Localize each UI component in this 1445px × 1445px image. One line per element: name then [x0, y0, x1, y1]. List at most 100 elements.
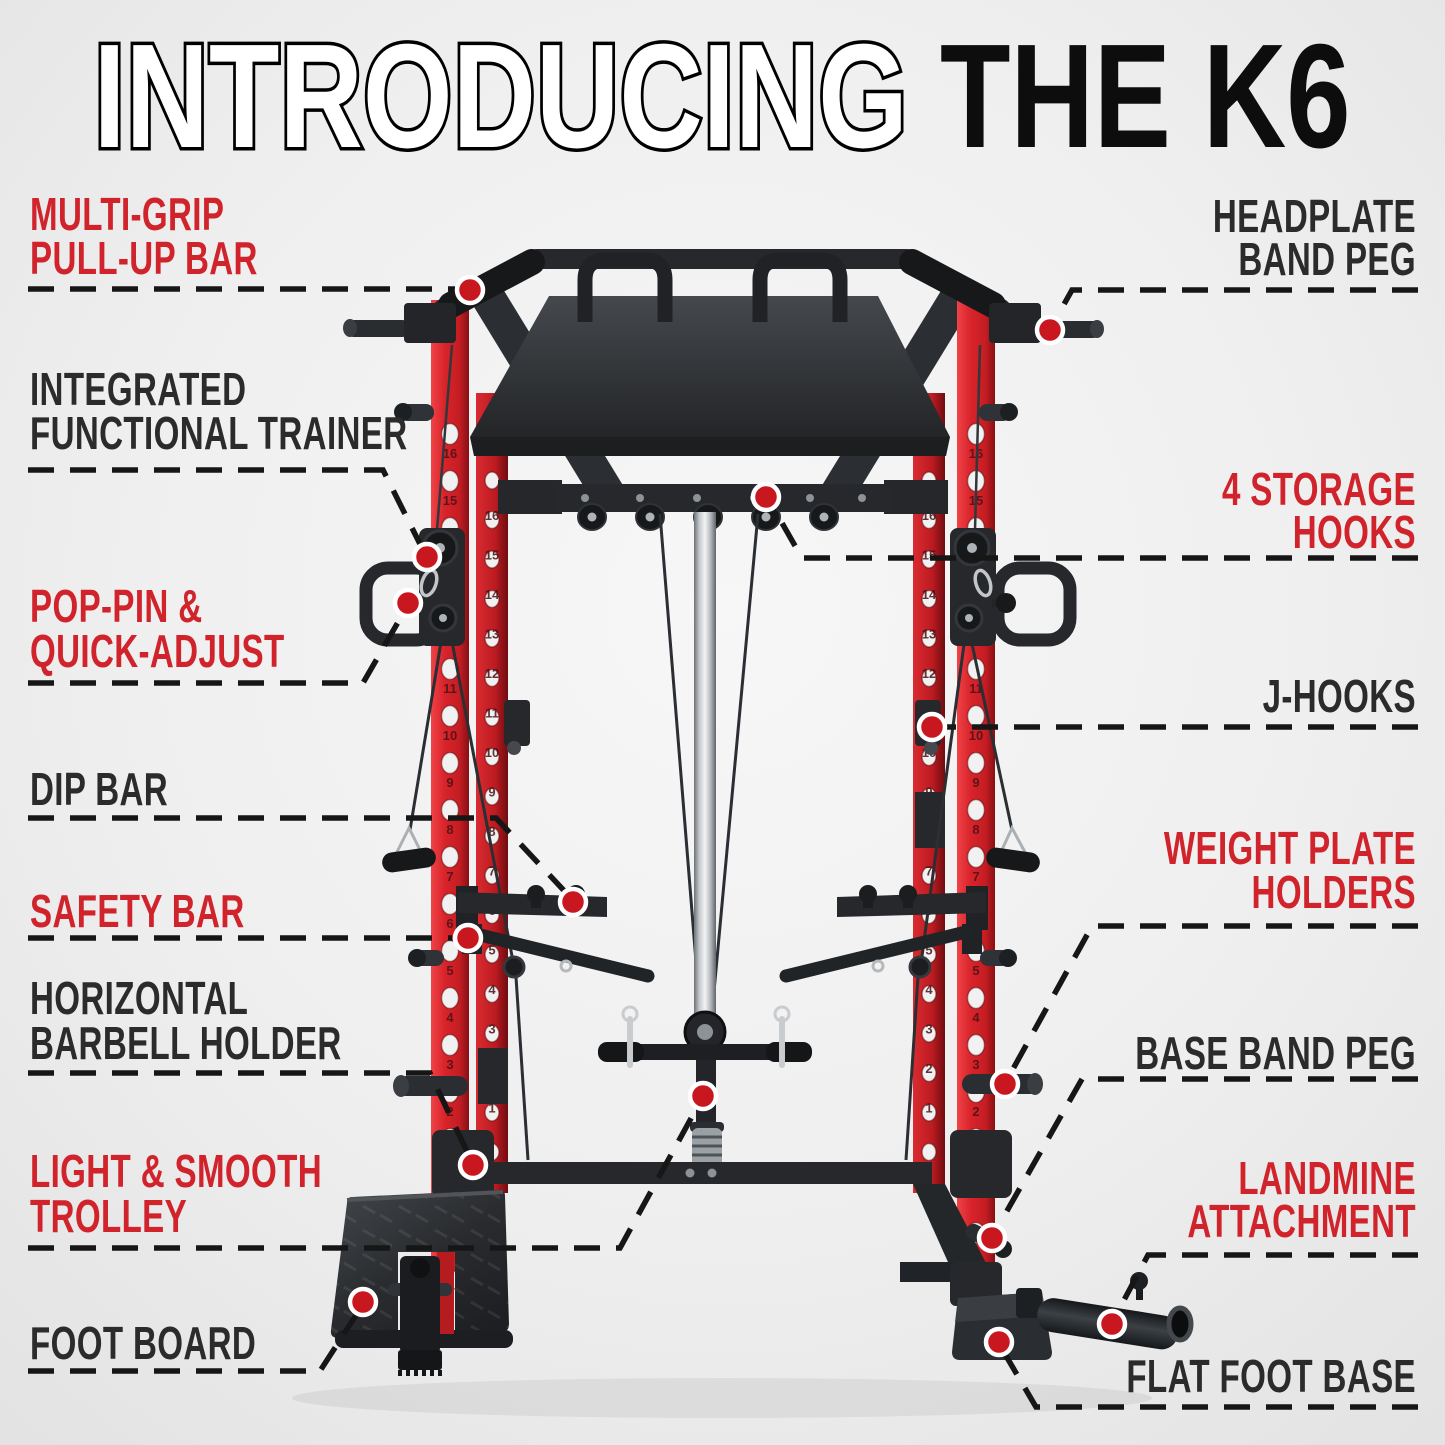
- upright-hole-number: 8: [488, 824, 495, 839]
- trolley-bracket-right: [950, 1130, 1012, 1198]
- upright-hole-number: 3: [972, 1057, 979, 1072]
- upright-hole: [966, 422, 986, 446]
- upright-hole-number: 14: [922, 587, 937, 602]
- marker-storage-hooks: [750, 481, 782, 513]
- upright-hole: [440, 751, 460, 775]
- feature-labels: MULTI-GRIP PULL-UP BAR INTEGRATED FUNCTI…: [30, 190, 1416, 1402]
- upright-hole-number: 11: [443, 681, 457, 696]
- upright-hole-number: 4: [488, 982, 496, 997]
- upright-hole: [921, 984, 937, 1004]
- carabiner-right: [973, 568, 993, 598]
- upright-hole-number: 5: [925, 943, 932, 958]
- upright-hole: [966, 845, 986, 869]
- leader-weight-plate-holders: [1005, 923, 1418, 1080]
- front-right-ankle: [950, 1262, 1002, 1306]
- guide-rail: [658, 512, 760, 1054]
- marker-base-band-peg: [976, 1222, 1008, 1254]
- marker-pull-up-bar: [454, 274, 486, 306]
- upright-hole-number: 11: [485, 706, 499, 721]
- upright-hole: [484, 1024, 500, 1043]
- marker-pop-pin: [392, 587, 424, 619]
- upright-hole-number: 9: [446, 775, 453, 790]
- upright-hole: [921, 1063, 937, 1083]
- u-handle-left: [577, 252, 673, 322]
- svg-text:INTRODUCING THE K6: INTRODUCING THE K6: [93, 14, 1350, 179]
- barbell-holder-peg-left: [393, 1075, 468, 1097]
- label-trolley-line2: TROLLEY: [30, 1192, 187, 1242]
- marker-safety-bar: [452, 922, 484, 954]
- upright-hole-number: 3: [446, 1057, 453, 1072]
- label-storage-hooks-line1: 4 STORAGE: [1222, 465, 1416, 515]
- marker-dip-bar: [557, 886, 589, 918]
- headplate-left: [343, 303, 456, 343]
- lat-bar: [598, 1044, 812, 1060]
- upright-hole: [484, 510, 500, 530]
- upright-hole: [921, 1142, 937, 1162]
- upright-hole-number: 4: [446, 1010, 454, 1025]
- top-frame: [468, 280, 977, 531]
- upright-hole: [966, 986, 986, 1010]
- upright-hole-number: 3: [925, 1022, 932, 1037]
- d-handle-right: [986, 824, 1040, 873]
- base-frame: [486, 1162, 1194, 1360]
- label-safety-bar: SAFETY BAR: [30, 887, 245, 937]
- upright-hole-number: 5: [446, 963, 453, 978]
- title-solid-text: THE K6: [908, 14, 1351, 179]
- d-handle-left: [382, 824, 436, 873]
- upright-hole: [966, 751, 986, 775]
- upright-hole: [484, 668, 500, 688]
- upright-hole: [484, 787, 500, 806]
- upright-hole-number: 5: [972, 963, 979, 978]
- upright-hole-number: 14: [485, 587, 500, 602]
- j-hook-left: [504, 700, 530, 755]
- beam-bracket-left: [498, 480, 562, 514]
- label-j-hooks: J-HOOKS: [1263, 672, 1416, 722]
- label-pop-pin-line2: QUICK-ADJUST: [30, 627, 285, 677]
- upright-hole-number: 15: [485, 548, 499, 563]
- upright-hole: [484, 589, 500, 609]
- leader-landmine: [1112, 1252, 1418, 1319]
- pop-pin-knob-right: [996, 593, 1016, 613]
- leader-headplate-band-peg: [1050, 287, 1418, 326]
- storage-peg-right: [979, 403, 1018, 421]
- rear-left-sleeve: [478, 1048, 508, 1104]
- marker-barbell-holder: [457, 1149, 489, 1181]
- multi-grip-pull-up-bar: [433, 249, 1011, 322]
- dip-bar-right: [837, 885, 988, 930]
- band-peg-left: [346, 320, 410, 337]
- label-pull-up-bar-line1: MULTI-GRIP: [30, 190, 224, 240]
- upright-hole-number: 7: [925, 864, 932, 879]
- upright-hole-number: 13: [485, 627, 499, 642]
- upright-hole-number: 2: [972, 1104, 979, 1119]
- upright-hole-number: 3: [488, 1022, 495, 1037]
- upright-hole-number: 10: [969, 728, 983, 743]
- label-functional-trainer-line1: INTEGRATED: [30, 365, 246, 415]
- leader-functional-trainer: [28, 467, 427, 554]
- label-storage-hooks-line2: HOOKS: [1293, 508, 1416, 558]
- upright-hole-number: 10: [485, 745, 499, 760]
- upright-hole: [484, 550, 500, 569]
- upright-hole: [921, 629, 937, 648]
- leader-foot-board: [28, 1307, 363, 1374]
- upright-hole-number: 15: [443, 493, 457, 508]
- label-weight-plate-line1: WEIGHT PLATE: [1164, 824, 1416, 874]
- label-barbell-holder-line1: HORIZONTAL: [30, 974, 248, 1024]
- upright-hole-number: 4: [925, 982, 933, 997]
- machine-illustration: 16151413121110987654321 1615141312111098…: [292, 249, 1194, 1418]
- upright-hole: [440, 704, 460, 728]
- label-functional-trainer-line2: FUNCTIONAL TRAINER: [30, 409, 408, 459]
- pulley-beam: [556, 484, 890, 512]
- title-outline-text: INTRODUCING: [93, 14, 907, 179]
- upright-hole-number: 16: [485, 508, 499, 523]
- lat-pulldown-assembly: [598, 1005, 812, 1182]
- spring-collars: [621, 1005, 791, 1068]
- floor-shadow: [292, 1378, 1152, 1418]
- upright-hole: [484, 629, 500, 648]
- upright-hole: [440, 469, 460, 493]
- upright-hole: [921, 589, 937, 609]
- storage-peg-left: [394, 403, 434, 421]
- marker-functional-trainer: [411, 541, 443, 573]
- cable-pulley-right: [908, 955, 932, 979]
